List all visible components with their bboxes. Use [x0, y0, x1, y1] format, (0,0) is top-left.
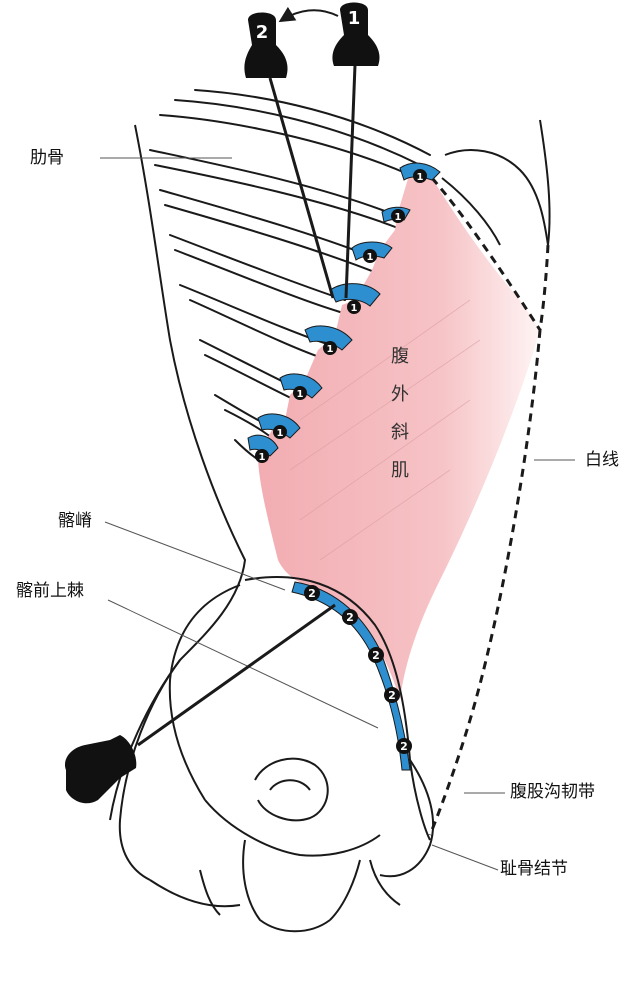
label-ribs: 肋骨 [30, 148, 64, 168]
insertion-upper-6 [279, 373, 323, 399]
svg-text:1: 1 [417, 172, 424, 183]
label-iliac-crest: 髂嵴 [58, 511, 92, 531]
external-oblique-muscle [258, 172, 540, 700]
muscle-name-char-1: 腹 [391, 346, 409, 367]
svg-text:1: 1 [259, 452, 266, 463]
svg-text:1: 1 [297, 389, 304, 400]
svg-text:1: 1 [351, 303, 358, 314]
marker-2: 2 [304, 585, 320, 601]
probe-1-number: 1 [348, 8, 361, 29]
leader-iliac-crest [104, 521, 286, 591]
markers-two: 2 2 2 2 2 [304, 585, 412, 754]
marker-1: 1 [391, 209, 405, 223]
svg-text:1: 1 [367, 252, 374, 263]
muscle-name-char-4: 肌 [391, 460, 409, 481]
label-linea-alba: 白线 [585, 450, 619, 470]
svg-text:2: 2 [400, 740, 408, 753]
label-pubic-tubercle: 耻骨结节 [500, 859, 568, 879]
probe-2-icon [244, 12, 335, 299]
curved-arrow-icon [278, 6, 339, 23]
marker-1: 1 [255, 449, 269, 463]
leader-pubic [431, 844, 499, 871]
svg-text:1: 1 [395, 212, 402, 223]
marker-1: 1 [293, 386, 307, 400]
marker-1: 1 [323, 341, 337, 355]
svg-text:2: 2 [372, 649, 380, 662]
probe-2-number: 2 [256, 22, 269, 43]
markers-one: 1 1 1 1 1 1 1 1 [255, 169, 427, 463]
svg-text:2: 2 [346, 611, 354, 624]
marker-1: 1 [347, 300, 361, 314]
marker-1: 1 [363, 249, 377, 263]
leader-asis [107, 599, 379, 729]
insertion-upper-5 [304, 325, 353, 351]
muscle-name-char-2: 外 [391, 384, 409, 405]
marker-2: 2 [368, 647, 384, 663]
insertion-upper-8 [247, 434, 279, 457]
marker-2: 2 [384, 687, 400, 703]
leader-lines [100, 157, 575, 871]
marker-1: 1 [273, 425, 287, 439]
muscle-fibers [289, 299, 481, 561]
marker-1: 1 [413, 169, 427, 183]
linea-alba [428, 177, 550, 836]
probe-lower-icon [64, 603, 336, 804]
marker-2: 2 [396, 738, 412, 754]
svg-text:2: 2 [308, 587, 316, 600]
svg-text:1: 1 [327, 344, 334, 355]
svg-text:2: 2 [388, 689, 396, 702]
marker-2: 2 [342, 609, 358, 625]
label-asis: 髂前上棘 [16, 581, 84, 601]
svg-text:1: 1 [277, 428, 284, 439]
label-inguinal-ligament: 腹股沟韧带 [510, 782, 595, 802]
pelvis-outline [118, 576, 434, 933]
probe-1-icon [332, 2, 380, 299]
muscle-name-char-3: 斜 [391, 422, 409, 443]
